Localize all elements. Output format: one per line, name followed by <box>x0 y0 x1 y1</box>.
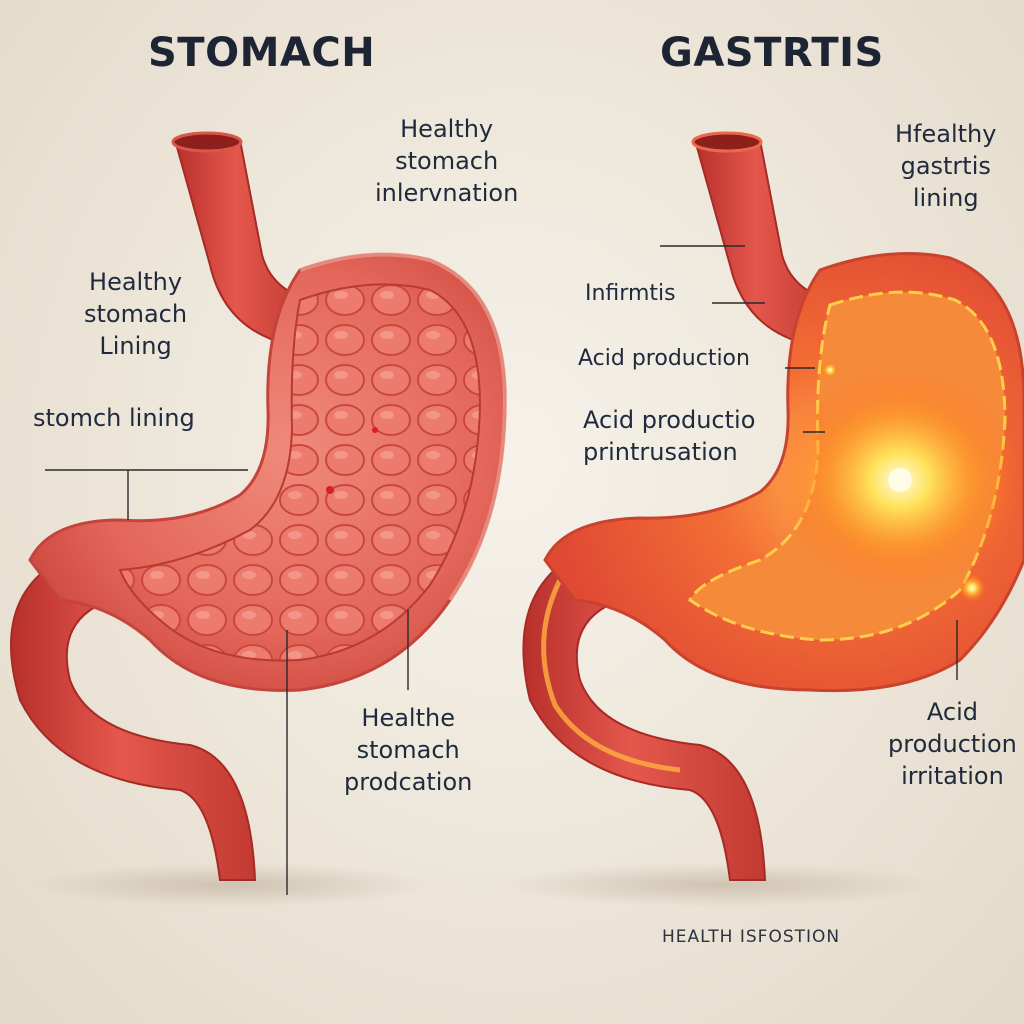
label-acid-production: Acid production <box>578 346 750 371</box>
left-title: STOMACH <box>148 30 376 76</box>
healthy-stomach <box>10 131 508 881</box>
right-duodenum <box>522 553 767 881</box>
footer-caption: HEALTH ISFOSTION <box>662 927 841 947</box>
label-stomach-lining: stomch lining <box>33 404 195 432</box>
right-title: GASTRTIS <box>660 30 884 76</box>
label-acid-irritation: Acid production irritation <box>888 698 1017 790</box>
hot-spot <box>958 574 986 602</box>
label-healthy-stomach-lining: Healthy stomach Lining <box>84 268 188 360</box>
left-rugae <box>118 283 482 662</box>
left-shadow <box>30 863 430 907</box>
label-acid-production-irritation: Acid productio printrusation <box>583 406 756 466</box>
label-healthy-bottom: Healthe stomach prodcation <box>344 704 473 796</box>
label-gastritis-lining: Hfealthy gastrtis lining <box>895 120 997 212</box>
gastritis-stomach <box>522 131 1024 881</box>
label-inflammation: Infirmtis <box>585 281 676 306</box>
left-duodenum <box>10 558 257 881</box>
right-shadow <box>500 863 940 907</box>
label-healthy-stomach-top: Healthy stomach inlervnation <box>375 115 519 207</box>
leader-lines <box>45 245 958 895</box>
